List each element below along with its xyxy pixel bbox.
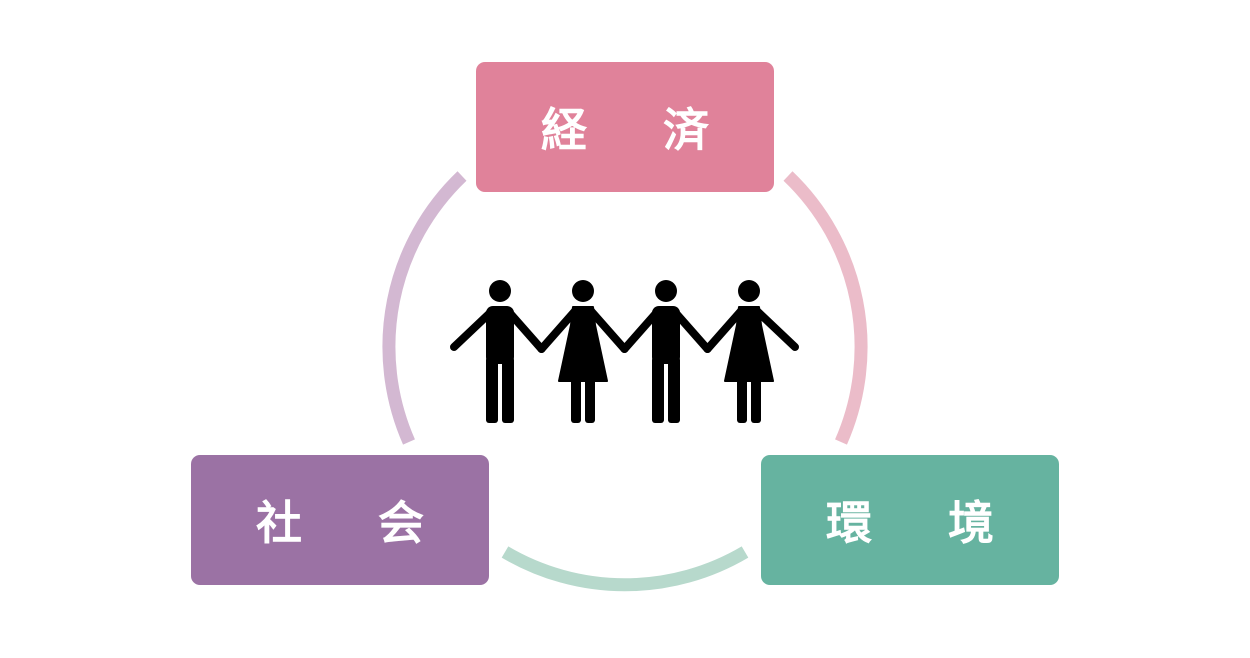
society-box: 社 会: [191, 455, 489, 585]
woman-figure-icon: [703, 280, 799, 423]
economy-label: 経 済: [540, 103, 739, 157]
society-label: 社 会: [255, 496, 454, 550]
man-figure-icon: [450, 280, 546, 423]
arc-economy-environment: [783, 171, 868, 445]
people-holding-hands-icon: [450, 280, 799, 423]
arc-society-economy: [382, 171, 467, 445]
economy-box: 経 済: [476, 62, 774, 192]
arc-environment-society: [501, 546, 749, 592]
woman-figure-icon: [537, 280, 629, 423]
environment-label: 環 境: [825, 496, 1024, 550]
environment-box: 環 境: [761, 455, 1059, 585]
man-figure-icon: [620, 280, 712, 423]
